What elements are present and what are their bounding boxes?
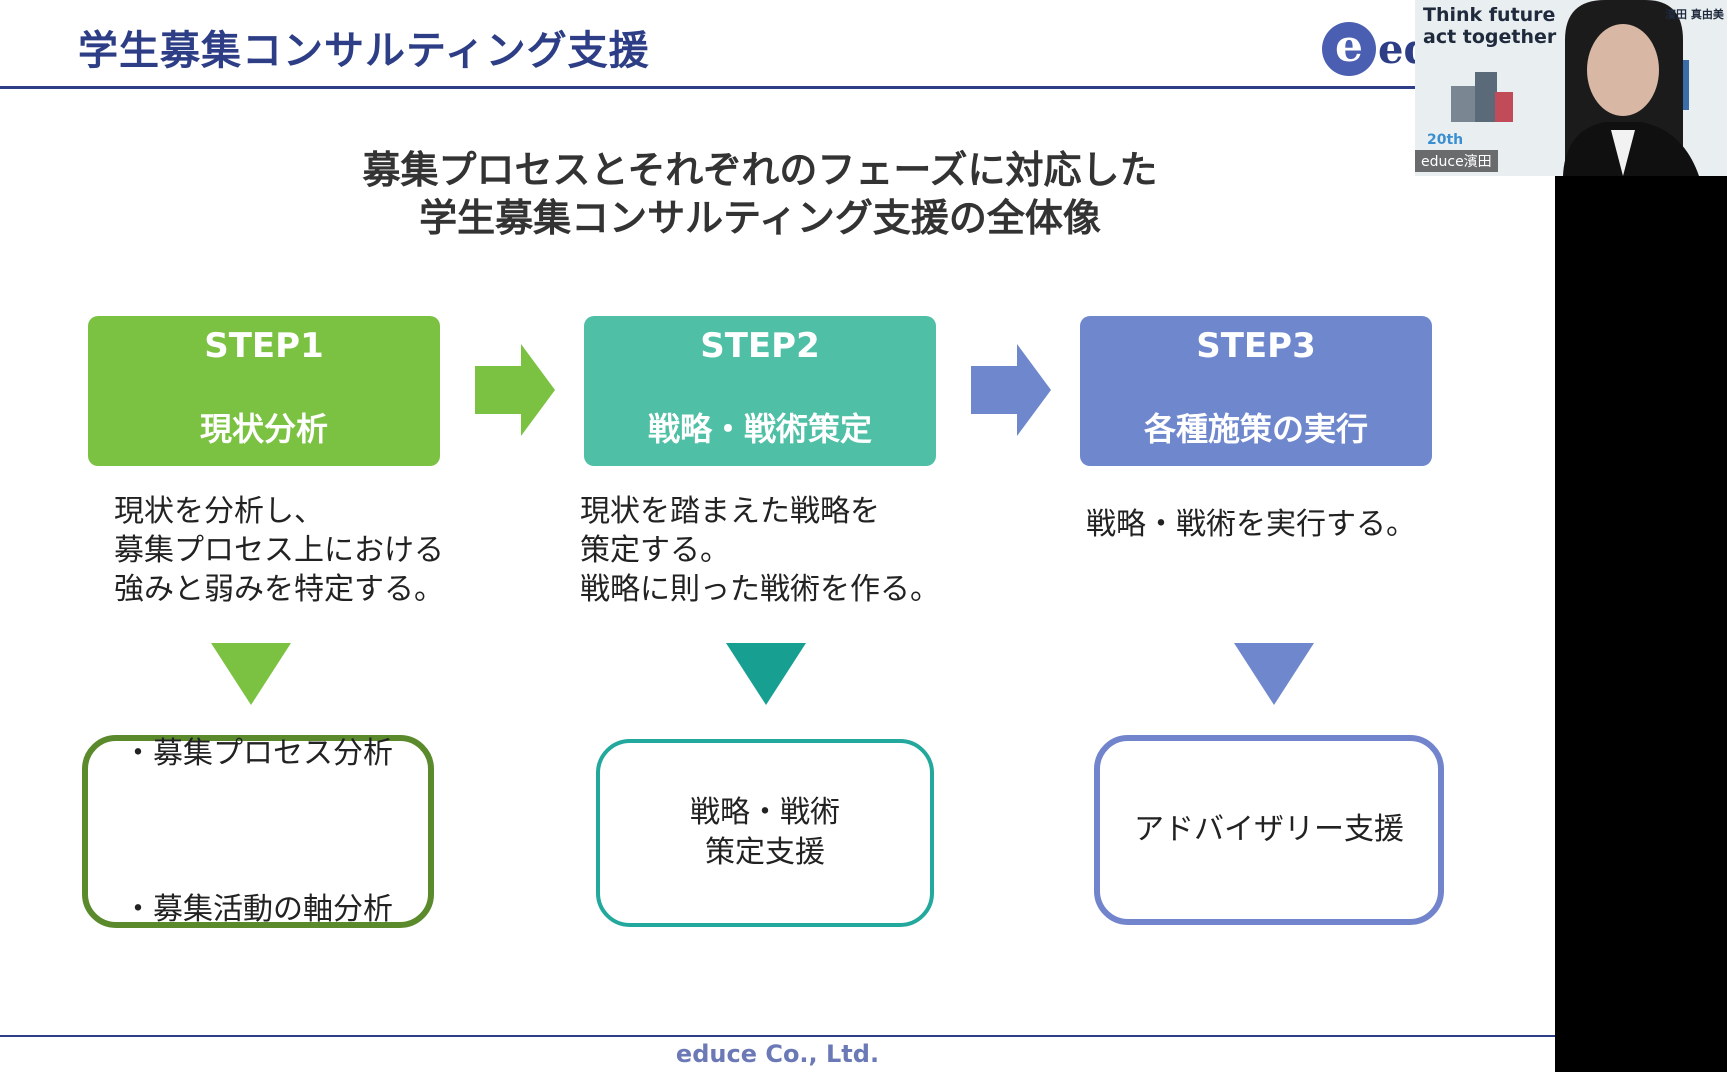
deliverable-list: ・募集プロセス分析 ・募集活動の軸分析 <box>123 637 393 1027</box>
step1-name: 現状分析 <box>199 410 328 448</box>
step2-deliverable-box: 戦略・戦術 策定支援 <box>596 739 934 927</box>
step1-number: STEP1 <box>204 326 324 366</box>
slide-headline: 募集プロセスとそれぞれのフェーズに対応した 学生募集コンサルティング支援の全体像 <box>0 146 1520 242</box>
step3-name: 各種施策の実行 <box>1143 410 1368 448</box>
webcam-background <box>1415 0 1727 176</box>
slide-title: 学生募集コンサルティング支援 <box>78 28 650 74</box>
webcam-tagline: Think future act together <box>1423 4 1557 48</box>
headline-line-2: 学生募集コンサルティング支援の全体像 <box>419 196 1101 240</box>
footer-divider <box>0 1035 1555 1037</box>
headline-line-1: 募集プロセスとそれぞれのフェーズに対応した <box>362 148 1158 192</box>
step3-box: STEP3 各種施策の実行 <box>1080 316 1432 466</box>
step2-description: 現状を踏まえた戦略を 策定する。 戦略に則った戦術を作る。 <box>580 494 940 607</box>
step2-box: STEP2 戦略・戦術策定 <box>584 316 936 466</box>
step3-deliverable-box: アドバイザリー支援 <box>1094 735 1444 925</box>
presentation-slide: 学生募集コンサルティング支援 e ed 募集プロセスとそれぞれのフェーズに対応し… <box>0 0 1555 1072</box>
webcam-participant-label: educe濱田 <box>1415 150 1498 172</box>
right-arrow-icon <box>971 344 1051 436</box>
step1-description: 現状を分析し、 募集プロセス上における 強みと弱みを特定する。 <box>114 494 444 607</box>
right-arrow-icon <box>475 344 555 436</box>
webcam-thumbnail[interactable]: Think future act together 濱田 真由美 20th ed… <box>1415 0 1727 176</box>
step1-box: STEP1 現状分析 <box>88 316 440 466</box>
down-triangle-icon <box>211 643 291 705</box>
step2-name: 戦略・戦術策定 <box>647 410 872 448</box>
slide-footer: educe Co., Ltd. <box>675 1040 880 1068</box>
step3-description: 戦略・戦術を実行する。 <box>1086 507 1416 542</box>
step2-number: STEP2 <box>700 326 820 366</box>
deliverable-item: ・募集活動の軸分析 <box>123 891 393 927</box>
down-triangle-icon <box>1234 643 1314 705</box>
step3-number: STEP3 <box>1196 326 1316 366</box>
educe-logo: e ed <box>1318 18 1431 78</box>
down-triangle-icon <box>726 643 806 705</box>
webcam-anniversary: 20th <box>1427 132 1464 148</box>
step1-deliverable-box: ・募集プロセス分析 ・募集活動の軸分析 <box>82 735 434 928</box>
logo-e-mark: e <box>1322 22 1376 76</box>
title-divider <box>0 86 1555 89</box>
deliverable-item: ・募集プロセス分析 <box>123 735 393 771</box>
webcam-name-tag: 濱田 真由美 <box>1665 8 1724 21</box>
